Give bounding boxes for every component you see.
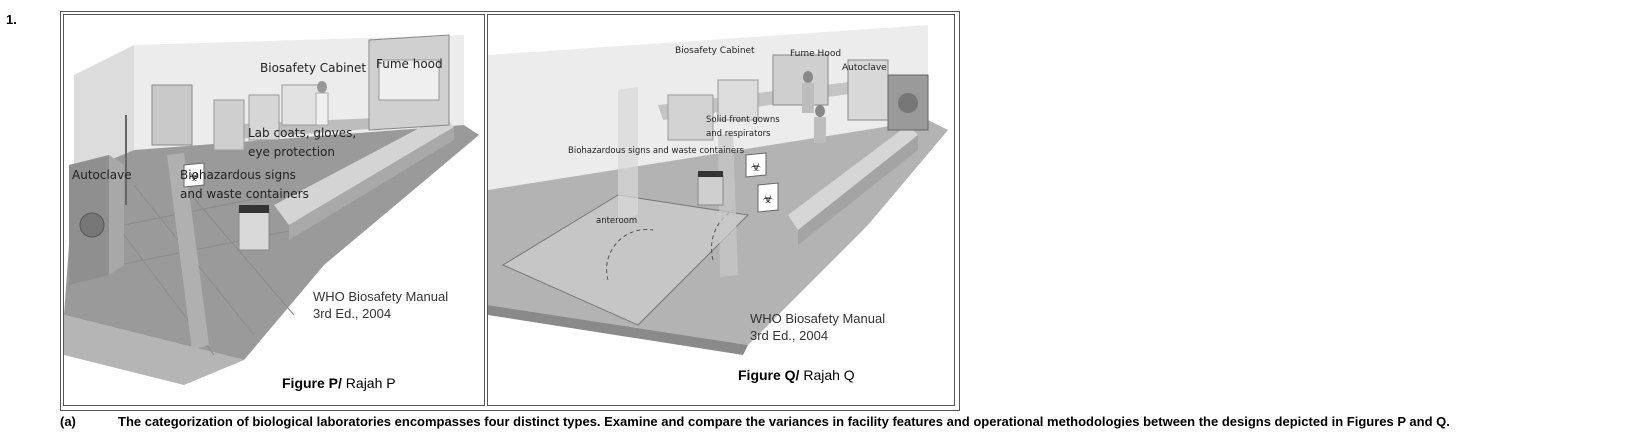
figure-p-caption-rest: Rajah P [341, 375, 396, 391]
label-biohazard: Biohazardous signs and waste containers [568, 146, 745, 156]
figure-q-illustration: ☣ ☣ Biosafety Cabinet Fume Hood Autoclav… [488, 25, 948, 355]
figure-q-caption-rest: Rajah Q [799, 367, 855, 383]
label-fume-hood: Fume hood [376, 57, 443, 71]
label-autoclave: Autoclave [72, 168, 132, 182]
svg-text:☣: ☣ [189, 170, 200, 184]
label-anteroom: anteroom [596, 216, 637, 226]
figure-p-illustration: ☣ Biosafety Cabinet Fume hood Lab coats,… [64, 34, 479, 385]
figure-p-credit-line1: WHO Biosafety Manual [313, 289, 448, 304]
label-biohazard-line2: and waste containers [180, 187, 309, 201]
question-number: 1. [6, 12, 17, 27]
question-text: The categorization of biological laborat… [118, 414, 1450, 429]
figure-p-credit-line2: 3rd Ed., 2004 [313, 306, 391, 321]
figure-table: ☣ Biosafety Cabinet Fume hood Lab coats,… [60, 11, 960, 411]
label-gowns-line2: and respirators [706, 129, 771, 139]
label-gowns-line1: Solid front gowns [706, 115, 780, 125]
figure-p-cell: ☣ Biosafety Cabinet Fume hood Lab coats,… [63, 14, 485, 406]
label-biohazard-line1: Biohazardous signs [180, 168, 296, 182]
figure-q-caption-bold: Figure Q/ [738, 367, 800, 383]
label-biosafety-cabinet: Biosafety Cabinet [675, 46, 755, 56]
label-lab-coats-line2: eye protection [248, 145, 335, 159]
label-autoclave: Autoclave [842, 63, 887, 73]
figure-p-caption: Figure P/ Rajah P [282, 375, 396, 391]
figure-q-credit-line1: WHO Biosafety Manual [750, 311, 885, 326]
label-fume-hood: Fume Hood [790, 49, 841, 59]
figure-q-credit-line2: 3rd Ed., 2004 [750, 328, 828, 343]
figure-p-caption-bold: Figure P/ [282, 375, 342, 391]
figure-q-cell: ☣ ☣ Biosafety Cabinet Fume Hood Autoclav… [487, 14, 955, 406]
svg-text:☣: ☣ [751, 160, 762, 174]
label-lab-coats-line1: Lab coats, gloves, [248, 126, 356, 140]
svg-text:☣: ☣ [763, 192, 774, 206]
figure-q-caption: Figure Q/ Rajah Q [738, 367, 855, 383]
label-biosafety-cabinet: Biosafety Cabinet [260, 61, 366, 75]
part-label: (a) [60, 414, 76, 429]
